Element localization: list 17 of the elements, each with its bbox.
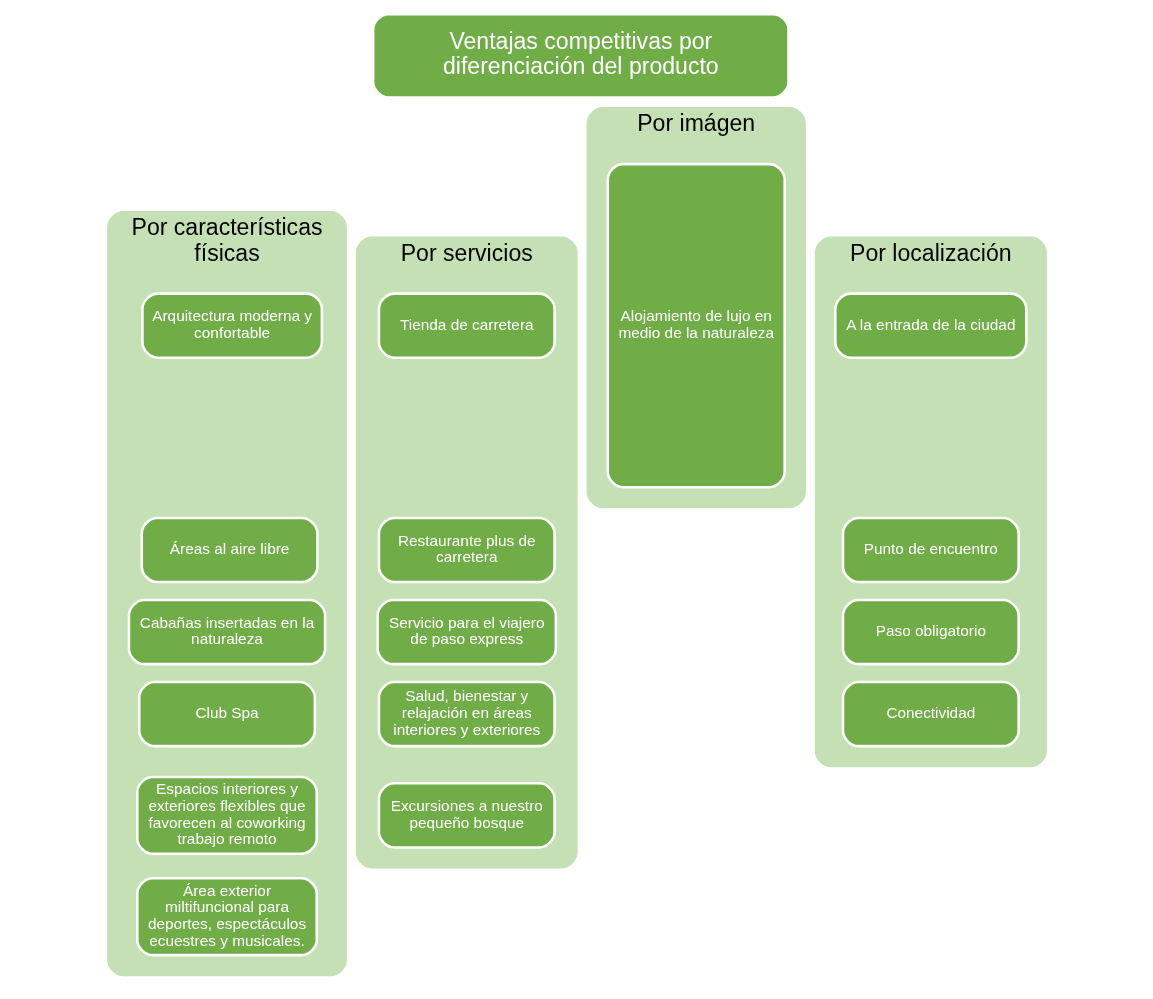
node-box: Restaurante plus de carretera [377, 516, 556, 583]
node-box: Salud, bienestar y relajación en áreas interiores y exteriores [377, 680, 556, 747]
node-box: Conectividad [841, 680, 1020, 747]
node-box: Excursiones a nuestro pequeño bosque [377, 781, 556, 849]
node-box: Servicio para el viajero de paso express [375, 598, 557, 665]
node-box: Paso obligatorio [841, 598, 1020, 665]
node-box: A la entrada de la ciudad [833, 291, 1028, 359]
node-box: Áreas al aire libre [140, 516, 319, 583]
node-box: Punto de encuentro [841, 516, 1020, 583]
node-box: Espacios interiores y exteriores flexibles que favorecen al coworking trabajo remoto [135, 775, 318, 855]
node-box: Club Spa [137, 680, 316, 747]
node-box: Tienda de carretera [377, 291, 556, 359]
node-box: Área exterior miltifuncional para deportes, espectáculos ecuestres y musicales. [135, 876, 318, 956]
node-box: Arquitectura moderna y confortable [140, 291, 323, 359]
node-box: Ventajas competitivas por diferenciación del producto [371, 12, 790, 99]
node-box: Cabañas insertadas en la naturaleza [127, 598, 326, 665]
node-box: Alojamiento de lujo en medio de la naturaleza [606, 162, 786, 488]
